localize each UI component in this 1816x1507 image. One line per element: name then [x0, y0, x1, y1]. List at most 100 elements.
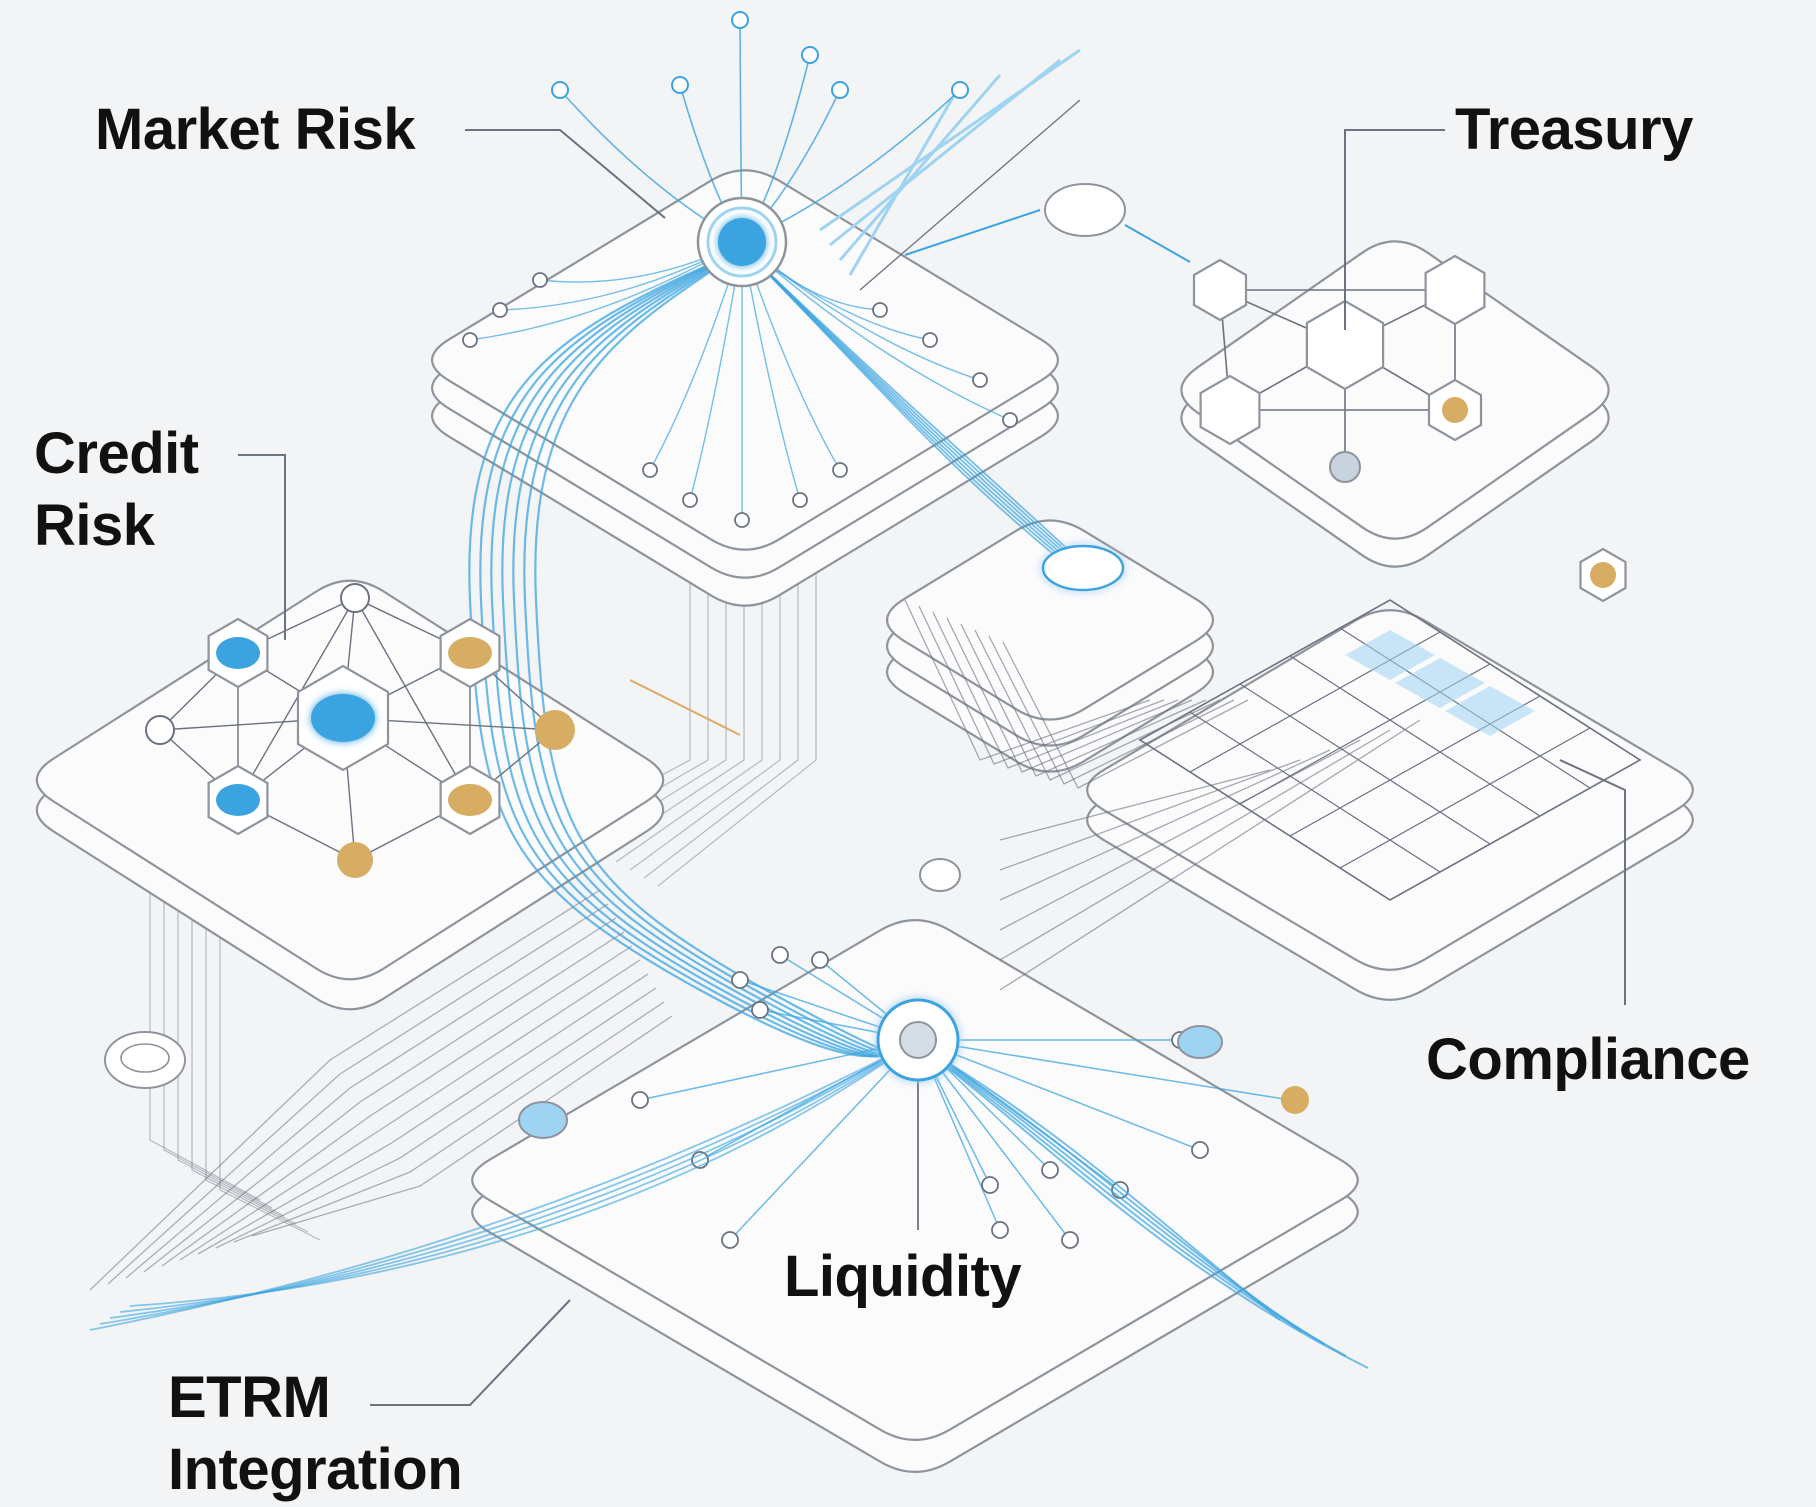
blue-bundle-line	[917, 1044, 1347, 1357]
compliance-platform-layer	[1086, 609, 1694, 971]
cube-icon	[1305, 299, 1385, 391]
gold-node	[448, 784, 492, 816]
spoke-end-node-icon	[492, 302, 508, 318]
blue-node	[216, 637, 260, 669]
market-risk-leader	[465, 129, 666, 219]
network-node-icon	[145, 715, 175, 745]
spoke-end-node-icon	[671, 76, 689, 94]
spoke-end-node-icon	[1041, 1161, 1059, 1179]
compliance-leader	[1559, 759, 1626, 1005]
liquidity-hub-lines	[89, 719, 1421, 1369]
network-end-node	[1329, 451, 1361, 483]
trace-line	[161, 945, 633, 1267]
grid-cell-highlight	[1345, 630, 1435, 680]
trace-line	[177, 860, 285, 1217]
compliance-platform	[1086, 609, 1694, 1001]
liquidity-platform-layer	[471, 919, 1359, 1441]
blue-node	[216, 784, 260, 816]
credit-risk-platform	[35, 579, 665, 1011]
spoke-end-node-icon	[751, 1001, 769, 1019]
spoke-end-node-icon	[731, 971, 749, 989]
gold-node	[1442, 397, 1468, 423]
treasury-platform-layer	[1180, 240, 1610, 540]
label-compliance: Compliance	[1426, 1027, 1750, 1092]
market-risk-platform-layer	[431, 169, 1059, 551]
hub-spoke	[729, 1039, 919, 1241]
network-edge	[237, 597, 356, 801]
upper-right-traces	[819, 48, 1081, 291]
market-risk-hub	[696, 196, 788, 288]
grid-line	[1339, 727, 1591, 869]
credit-risk-network	[145, 583, 741, 878]
liquidity-node-icon	[1177, 1025, 1223, 1059]
fan-line	[848, 84, 962, 276]
connector-line	[932, 611, 1179, 769]
trace-line	[233, 1001, 665, 1243]
spoke-end-node-icon	[551, 81, 569, 99]
floating-node-icon	[1044, 183, 1126, 237]
grid-line	[1239, 683, 1491, 845]
arrow-line	[904, 209, 1041, 256]
spoke-end-node-icon	[972, 372, 988, 388]
spoke-end-node-icon	[951, 81, 969, 99]
etrm-leader	[370, 1299, 571, 1406]
spoke-end-node-icon	[811, 951, 829, 969]
spoke-end-node-icon	[1002, 412, 1018, 428]
hub-spoke	[741, 241, 1011, 421]
center-connector-lines	[904, 599, 1249, 789]
trace-line	[163, 860, 273, 1209]
spoke-end-node-icon	[831, 81, 849, 99]
connector-line	[1002, 641, 1249, 789]
trace-line	[179, 959, 641, 1261]
trace-line	[215, 987, 657, 1249]
hub-spoke	[917, 1039, 1201, 1151]
trace-line	[999, 729, 1391, 961]
trace-line	[125, 917, 617, 1279]
connector-node-icon	[1041, 544, 1125, 592]
spoke-end-node-icon	[792, 492, 808, 508]
gold-node	[1281, 1086, 1309, 1114]
hub-core	[718, 218, 766, 266]
blue-bundle-line	[479, 249, 916, 1058]
grid-cell-highlight	[1395, 658, 1485, 708]
cube-icon	[1199, 374, 1261, 446]
cube-icon	[1424, 254, 1486, 326]
label-credit-risk: Credit Risk	[34, 421, 199, 558]
fan-line	[859, 99, 1081, 291]
spoke-end-node-icon	[1191, 1141, 1209, 1159]
trace-line	[149, 860, 261, 1201]
treasury-platform	[1180, 240, 1610, 568]
hub-spoke	[917, 1039, 1071, 1241]
spoke-end-node-icon	[721, 1231, 739, 1249]
liquidity-node-icon	[919, 858, 961, 892]
trace-line	[251, 1015, 673, 1237]
spoke-end-node-icon	[981, 1176, 999, 1194]
grid-line	[1189, 711, 1441, 873]
trace-line	[999, 719, 1421, 991]
connector-line	[988, 635, 1235, 785]
trace-line	[191, 860, 297, 1225]
blue-bundle-line	[490, 249, 916, 1058]
trace-line	[205, 860, 309, 1233]
hexagon-node-icon	[1192, 258, 1248, 322]
cylinder-icon	[104, 1031, 186, 1089]
connector-line	[904, 599, 1151, 761]
spoke-end-node-icon	[462, 332, 478, 348]
gold-trace	[629, 679, 741, 736]
trace-line	[197, 973, 649, 1255]
label-treasury: Treasury	[1455, 97, 1693, 162]
blue-bundle-line	[129, 1044, 911, 1307]
connector-line	[744, 249, 1086, 581]
gold-node	[448, 637, 492, 669]
cylinder-group	[104, 1031, 186, 1089]
connector-line	[918, 605, 1165, 765]
blue-bundle-line	[917, 1044, 1369, 1369]
trace-line	[999, 759, 1301, 871]
trace-line	[107, 903, 609, 1285]
label-liquidity: Liquidity	[784, 1244, 1022, 1309]
liquidity-platform	[471, 919, 1359, 1473]
spoke-end-node-icon	[532, 272, 548, 288]
trace-line	[999, 749, 1331, 901]
hub-ring	[706, 206, 778, 278]
